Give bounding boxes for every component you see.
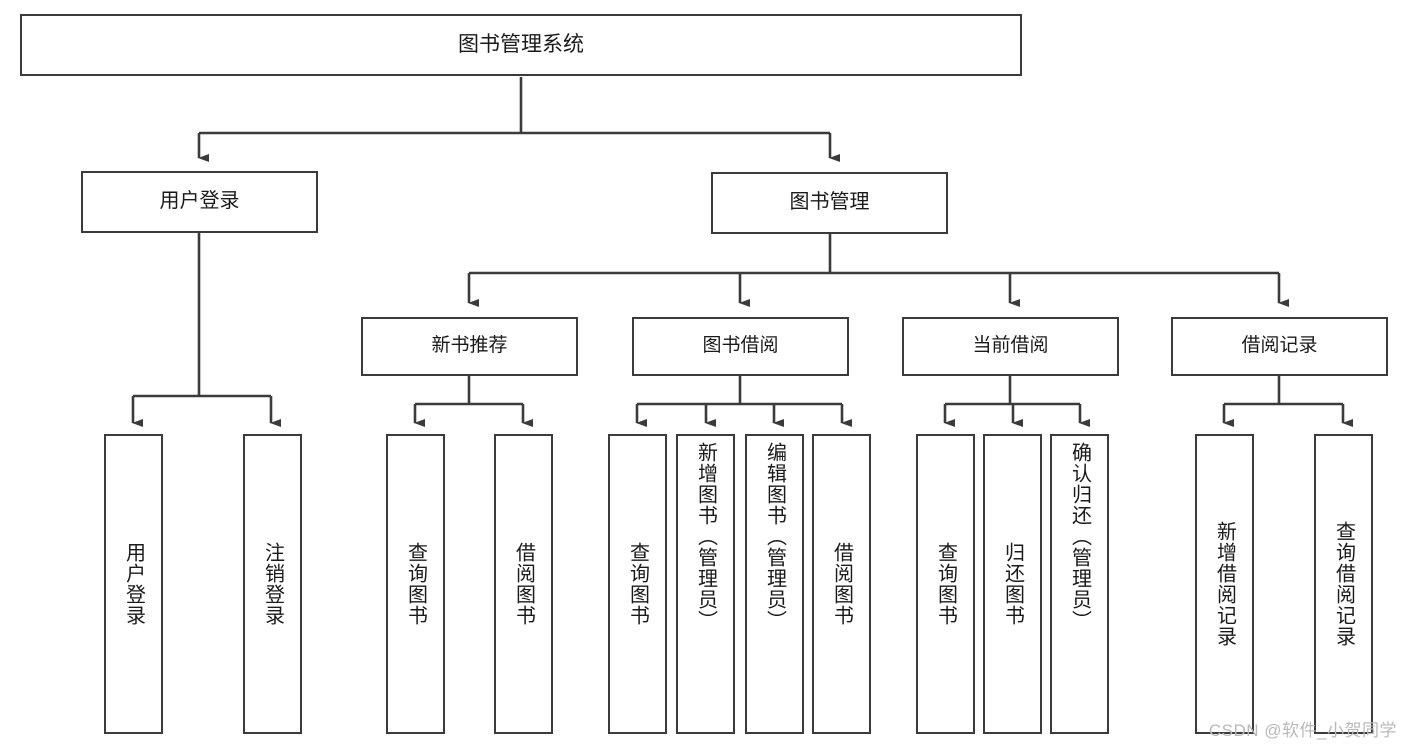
leaf-record-add-record[interactable]: 新增借阅记录 bbox=[1195, 434, 1254, 734]
leaf-user-login-logout[interactable]: 注销登录 bbox=[243, 434, 302, 734]
node-label: 用户登录 bbox=[159, 190, 240, 213]
leaf-user-login-login[interactable]: 用户登录 bbox=[104, 434, 163, 734]
leaf-borrow-borrow-book[interactable]: 借阅图书 bbox=[812, 434, 871, 734]
node-label: 查询借阅记录 bbox=[1332, 521, 1355, 647]
node-label: 确认归还（管理员） bbox=[1068, 442, 1091, 631]
node-label: 新增借阅记录 bbox=[1213, 521, 1236, 647]
leaf-current-query-book[interactable]: 查询图书 bbox=[916, 434, 975, 734]
node-label: 新书推荐 bbox=[431, 335, 508, 357]
leaf-new-book-borrow[interactable]: 借阅图书 bbox=[494, 434, 553, 734]
node-label: 编辑图书（管理员） bbox=[763, 442, 786, 631]
node-label: 查询图书 bbox=[404, 542, 427, 626]
node-user-login[interactable]: 用户登录 bbox=[81, 171, 318, 233]
node-label: 借阅图书 bbox=[512, 542, 535, 626]
leaf-borrow-add-book[interactable]: 新增图书（管理员） bbox=[676, 434, 735, 734]
node-label: 归还图书 bbox=[1001, 542, 1024, 626]
leaf-current-confirm-return[interactable]: 确认归还（管理员） bbox=[1050, 434, 1109, 734]
node-label: 图书借阅 bbox=[702, 335, 779, 357]
node-new-book-recommend[interactable]: 新书推荐 bbox=[361, 317, 578, 376]
node-borrow-record[interactable]: 借阅记录 bbox=[1171, 317, 1388, 376]
node-label: 图书管理系统 bbox=[458, 32, 584, 56]
leaf-borrow-edit-book[interactable]: 编辑图书（管理员） bbox=[745, 434, 804, 734]
node-root-system[interactable]: 图书管理系统 bbox=[20, 14, 1022, 76]
node-label: 借阅记录 bbox=[1241, 335, 1318, 357]
node-label: 新增图书（管理员） bbox=[694, 442, 717, 631]
node-label: 查询图书 bbox=[934, 542, 957, 626]
node-book-management[interactable]: 图书管理 bbox=[711, 172, 948, 234]
node-label: 图书管理 bbox=[789, 191, 870, 214]
leaf-record-query-record[interactable]: 查询借阅记录 bbox=[1314, 434, 1373, 734]
leaf-borrow-query-book[interactable]: 查询图书 bbox=[608, 434, 667, 734]
leaf-new-book-query[interactable]: 查询图书 bbox=[386, 434, 445, 734]
node-current-borrow[interactable]: 当前借阅 bbox=[902, 317, 1119, 376]
node-label: 查询图书 bbox=[626, 542, 649, 626]
node-label: 用户登录 bbox=[122, 542, 145, 626]
leaf-current-return-book[interactable]: 归还图书 bbox=[983, 434, 1042, 734]
node-book-borrow[interactable]: 图书借阅 bbox=[632, 317, 849, 376]
node-label: 注销登录 bbox=[261, 542, 284, 626]
watermark: CSDN @软件_小贺同学 bbox=[1208, 721, 1397, 740]
node-label: 当前借阅 bbox=[972, 335, 1049, 357]
node-label: 借阅图书 bbox=[830, 542, 853, 626]
